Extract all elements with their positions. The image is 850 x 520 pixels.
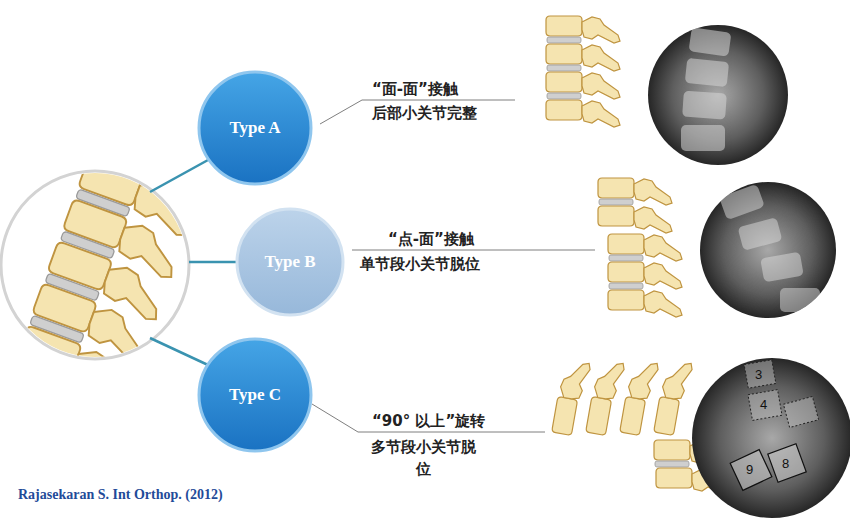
disc — [547, 37, 581, 43]
disc — [609, 255, 643, 261]
vertebra — [608, 262, 682, 289]
callout-number: 4 — [760, 397, 767, 412]
vertebra — [546, 72, 620, 99]
xray-image — [648, 25, 788, 165]
type-circle: Type A — [197, 70, 313, 186]
circle-shape — [237, 209, 343, 315]
solid-box — [768, 444, 806, 482]
annotation-text: 后部小关节完整 — [372, 104, 477, 122]
disc — [609, 283, 643, 289]
disc — [547, 93, 581, 99]
type-label: Type C — [229, 385, 281, 405]
node-text-box: Type A — [197, 70, 313, 186]
vertebra — [598, 206, 672, 233]
xray-vertebra — [689, 27, 732, 56]
xray-image — [700, 182, 836, 318]
dotted-box — [748, 390, 782, 421]
spine-type-b — [598, 178, 682, 317]
disc — [599, 199, 633, 205]
spine-inset — [13, 157, 200, 406]
xray-vertebra — [738, 217, 783, 251]
annotation-text: “点-面”接触 — [388, 230, 474, 248]
leader-line — [320, 100, 515, 124]
dotted-box — [783, 397, 818, 428]
callout-number: 8 — [782, 456, 789, 471]
type-label: Type B — [264, 252, 315, 272]
node-text-box: Type B — [235, 207, 345, 317]
circle-shape — [199, 339, 311, 451]
xray-vertebrae — [681, 27, 731, 151]
branch-line — [189, 261, 236, 264]
vertebra — [546, 44, 620, 71]
callout-number: 9 — [746, 462, 753, 477]
disc — [547, 65, 581, 71]
vertebra — [608, 234, 682, 261]
type-label: Type A — [229, 118, 280, 138]
citation-text: Rajasekaran S. Int Orthop. (2012) — [18, 487, 223, 503]
annotation-text: 多节段小关节脱位 — [366, 436, 480, 480]
callout-number: 3 — [755, 367, 762, 382]
xray-image — [692, 358, 850, 518]
type-circle: Type B — [235, 207, 345, 317]
leader-line — [352, 250, 595, 251]
spine-type-a — [546, 16, 620, 127]
dotted-box — [744, 360, 776, 388]
solid-box — [730, 450, 772, 491]
annotation-text: 单节段小关节脱位 — [360, 255, 480, 273]
disc — [655, 461, 689, 467]
vertebra — [552, 359, 591, 437]
xray-vertebra — [681, 125, 725, 151]
vertebra — [546, 16, 620, 43]
vertebra — [620, 359, 659, 437]
branch-line — [150, 160, 208, 192]
vertebra — [608, 290, 682, 317]
node-text-box: Type C — [197, 337, 313, 453]
circle-shape — [199, 72, 311, 184]
xray-vertebra — [760, 252, 804, 283]
vertebra — [586, 359, 625, 437]
type-circle: Type C — [197, 337, 313, 453]
xray-vertebrae — [719, 184, 820, 312]
annotation-text: “90° 以上”旋转 — [372, 412, 485, 430]
xray-vertebra — [685, 58, 729, 87]
vertebra — [13, 325, 139, 406]
branch-line — [150, 338, 208, 365]
annotation-text: “面-面”接触 — [372, 80, 458, 98]
leader-line — [312, 404, 545, 432]
vertebra — [654, 359, 693, 437]
xray-vertebra — [719, 184, 765, 220]
xray-vertebra — [780, 288, 820, 312]
xray-overlay — [730, 360, 818, 491]
vertebra — [598, 178, 672, 205]
vertebra — [546, 100, 620, 127]
xray-vertebra — [682, 91, 727, 120]
